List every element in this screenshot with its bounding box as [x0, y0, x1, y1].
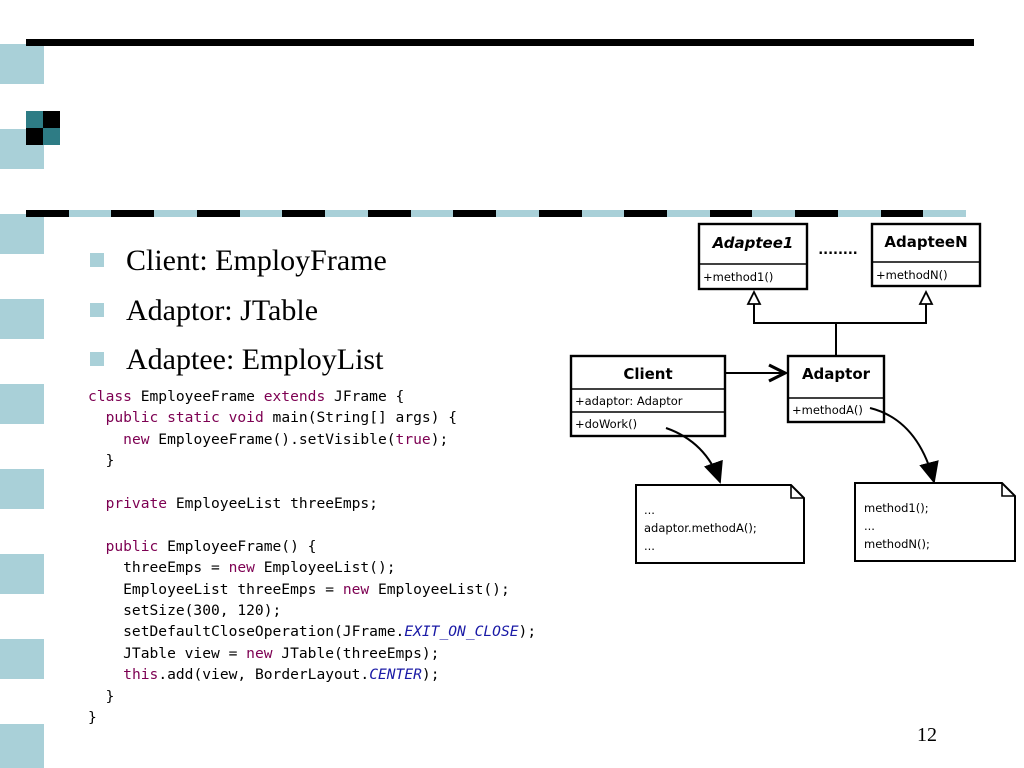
page-number: 12	[917, 724, 937, 746]
code-line: new EmployeeFrame().setVisible(true);	[123, 430, 449, 448]
strip-cell	[0, 724, 44, 768]
code-line: private EmployeeList threeEmps;	[105, 495, 378, 513]
adaptee1-class-name: Adaptee1	[712, 234, 794, 252]
bullet-square-icon	[90, 352, 104, 366]
strip-cell	[0, 639, 44, 679]
generalization-triangle-icon	[918, 289, 934, 305]
strip-cell	[0, 214, 44, 254]
code-line: JTable view = new JTable(threeEmps);	[88, 644, 440, 662]
code-line: }	[88, 709, 97, 727]
bullet-text: Adaptee: EmployList	[126, 343, 384, 376]
adaptor-note-line: method1();	[864, 501, 929, 515]
bullet-item: Client: EmployFrame	[88, 236, 387, 286]
bullet-text: Client: EmployFrame	[126, 244, 387, 277]
client-note-arrow	[665, 427, 723, 484]
client-note-line: ...	[644, 539, 655, 553]
bullet-text: Adaptor: JTable	[126, 293, 319, 327]
title-divider-rule	[26, 210, 967, 217]
bullet-item: Adaptee: EmployList	[88, 335, 387, 385]
adaptee-ellipsis: ........	[818, 243, 858, 258]
adaptor-note: method1(); ... methodN();	[854, 482, 1016, 562]
adapteen-class-box: AdapteeN +methodN()	[870, 222, 982, 288]
client-class-box: Client +adaptor: Adaptor +doWork()	[569, 354, 727, 438]
adaptor-note-line: methodN();	[864, 537, 930, 551]
adaptor-method: +methodA()	[792, 403, 863, 417]
client-method: +doWork()	[575, 417, 637, 431]
adaptee1-class-box: Adaptee1 +method1()	[697, 222, 809, 291]
adaptor-note-arrow	[869, 407, 939, 484]
adapteen-method: +methodN()	[876, 268, 948, 282]
code-line: this.add(view, BorderLayout.CENTER);	[123, 666, 440, 684]
adaptor-class-box: Adaptor +methodA()	[786, 354, 886, 424]
bullet-square-icon	[90, 253, 104, 267]
top-rule	[26, 39, 974, 46]
strip-cell	[0, 554, 44, 594]
client-attribute: +adaptor: Adaptor	[575, 394, 683, 408]
code-line: class EmployeeFrame extends JFrame {	[88, 388, 405, 405]
code-line: setDefaultCloseOperation(JFrame.EXIT_ON_…	[88, 623, 537, 641]
code-line: public static void main(String[] args) {	[105, 409, 458, 427]
strip-cell	[0, 469, 44, 509]
code-line: }	[88, 452, 115, 470]
strip-cell	[0, 44, 44, 84]
code-line: setSize(300, 120);	[88, 602, 282, 620]
client-class-name: Client	[623, 365, 672, 383]
bullet-square-icon	[90, 302, 104, 317]
adaptor-note-line: ...	[864, 519, 875, 533]
adaptor-class-name: Adaptor	[802, 365, 871, 383]
bullet-list: Client: EmployFrame Adaptor: JTable Adap…	[88, 236, 387, 385]
strip-cell	[0, 299, 44, 339]
client-note-line: ...	[644, 503, 655, 517]
code-line: EmployeeList threeEmps = new EmployeeLis…	[88, 580, 510, 598]
adapter-uml-diagram: Adaptee1 +method1() ........ AdapteeN +m…	[569, 222, 1016, 564]
code-line: }	[88, 687, 115, 705]
strip-cell	[0, 384, 44, 424]
adaptee1-method: +method1()	[703, 270, 773, 284]
code-listing: class EmployeeFrame extends JFrame { pub…	[88, 386, 536, 729]
client-note-line: adaptor.methodA();	[644, 521, 757, 535]
code-line: threeEmps = new EmployeeList();	[88, 559, 396, 577]
generalization-connectors	[753, 303, 927, 356]
client-note: ... adaptor.methodA(); ...	[635, 484, 805, 564]
generalization-triangle-icon	[746, 289, 762, 305]
adapteen-class-name: AdapteeN	[884, 233, 967, 251]
code-line: public EmployeeFrame() {	[105, 537, 317, 555]
bullet-item: Adaptor: JTable	[88, 286, 387, 336]
